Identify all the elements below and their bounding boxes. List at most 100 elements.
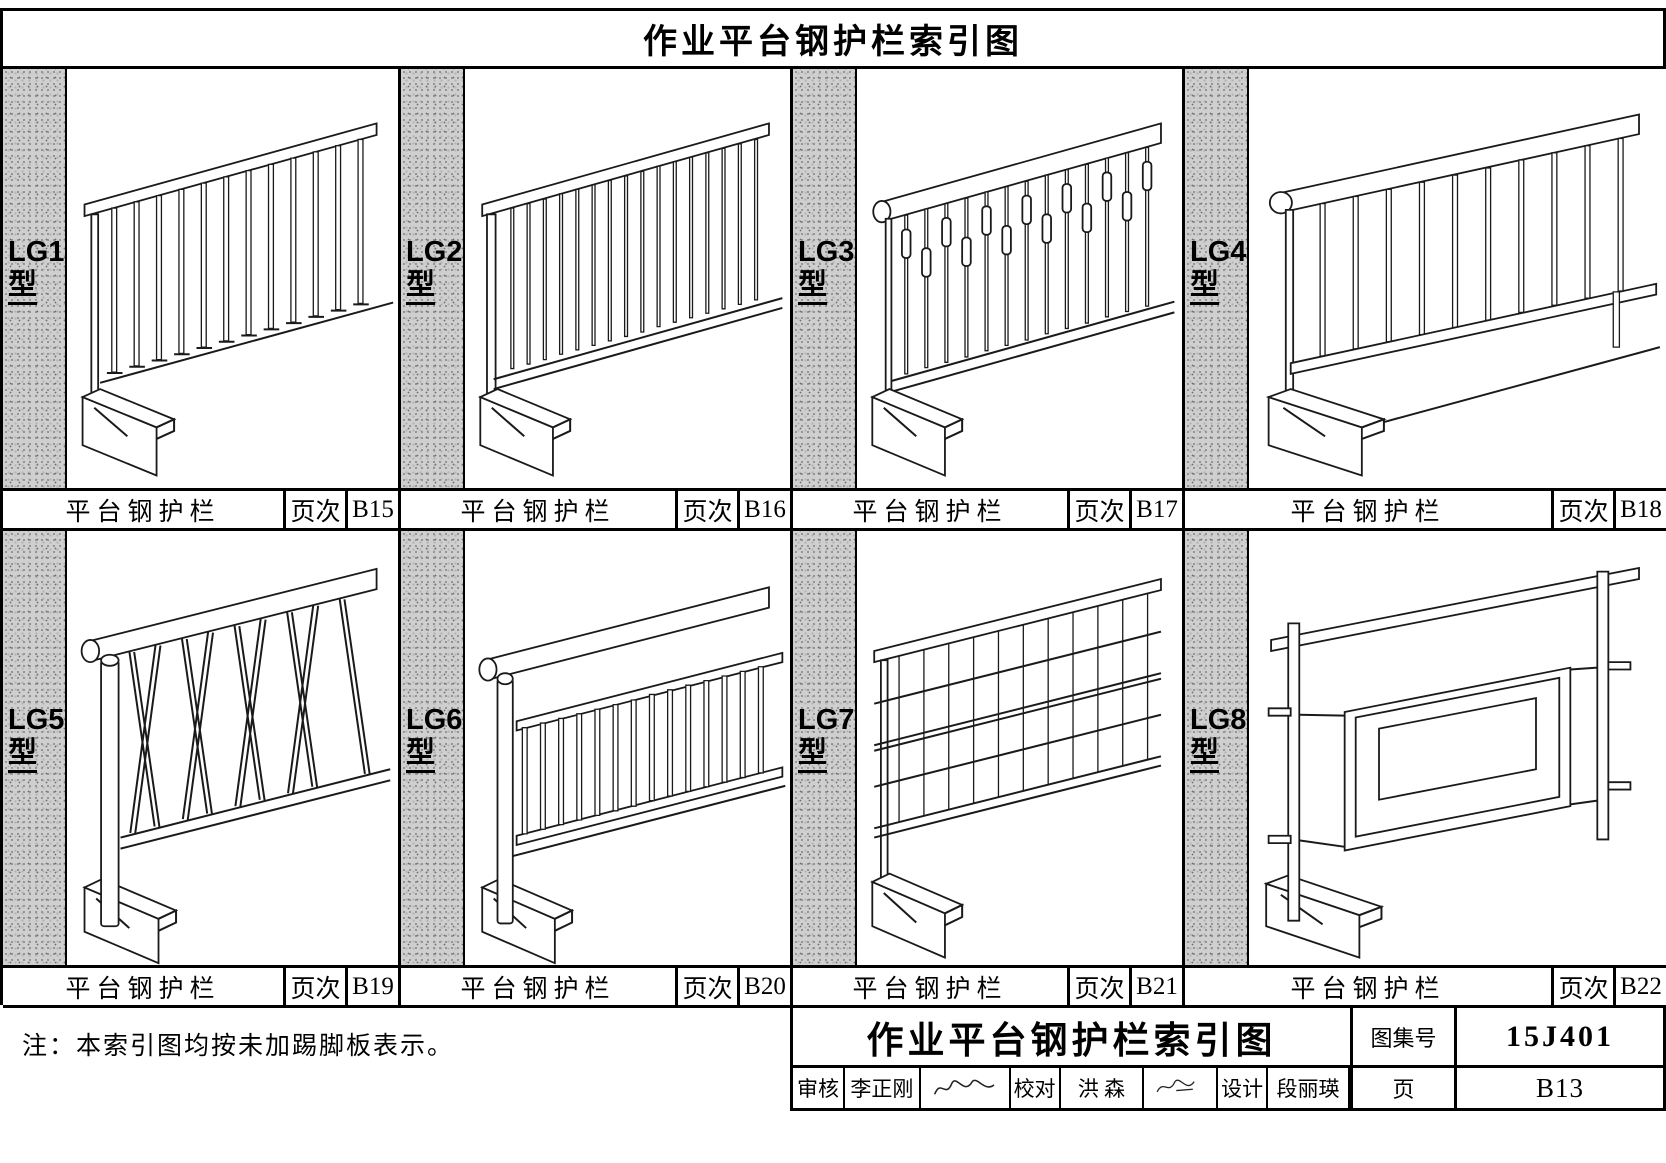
guardrail-lg1-svg [67, 69, 398, 488]
caption-page-label: 页次 [1070, 491, 1132, 528]
page-number-label: 页 [1353, 1068, 1457, 1108]
type-label-lg3: LG3 型 [798, 235, 855, 306]
caption-page-label: 页次 [1554, 968, 1616, 1005]
type-strip-lg4: LG4 型 [1185, 69, 1249, 488]
caption-page-label: 页次 [678, 491, 740, 528]
caption-row: 平台钢护栏 页次 B22 [1185, 965, 1666, 1005]
guardrail-lg4-svg [1249, 69, 1666, 488]
designer-label: 设计 [1218, 1068, 1269, 1108]
type-suffix: 型 [798, 270, 828, 306]
guardrail-drawing-lg3 [857, 69, 1182, 488]
reviewer-name: 李正刚 [845, 1068, 921, 1108]
caption-page-label: 页次 [286, 491, 348, 528]
index-cell-lg7: LG7 型 [793, 531, 1185, 1008]
type-code: LG3 [798, 235, 855, 268]
index-grid: LG1 型 [0, 66, 1666, 1008]
type-strip-lg7: LG7 型 [793, 531, 857, 965]
type-code: LG5 [8, 703, 65, 736]
guardrail-drawing-lg7 [857, 531, 1182, 965]
caption-title: 平台钢护栏 [793, 968, 1070, 1005]
type-suffix: 型 [8, 738, 38, 774]
type-code: LG1 [8, 235, 65, 268]
type-strip-lg2: LG2 型 [401, 69, 465, 488]
type-code: LG8 [1190, 703, 1247, 736]
caption-title: 平台钢护栏 [3, 968, 286, 1005]
type-suffix: 型 [406, 270, 436, 306]
guardrail-lg2-svg [465, 69, 790, 488]
type-code: LG4 [1190, 235, 1247, 268]
guardrail-lg7-svg [857, 531, 1182, 965]
caption-title: 平台钢护栏 [1185, 491, 1554, 528]
caption-row: 平台钢护栏 页次 B19 [3, 965, 398, 1005]
type-strip-lg5: LG5 型 [3, 531, 67, 965]
signature-scribble-icon [933, 1079, 995, 1095]
caption-row: 平台钢护栏 页次 B18 [1185, 488, 1666, 528]
caption-row: 平台钢护栏 页次 B15 [3, 488, 398, 528]
caption-title: 平台钢护栏 [401, 968, 678, 1005]
caption-page-number: B15 [352, 495, 394, 523]
caption-page-label: 页次 [1554, 491, 1616, 528]
guardrail-drawing-lg6 [465, 531, 790, 965]
index-cell-lg6: LG6 型 [401, 531, 793, 1008]
type-label-lg8: LG8 型 [1190, 703, 1247, 774]
caption-row: 平台钢护栏 页次 B17 [793, 488, 1182, 528]
index-cell-lg5: LG5 型 [3, 531, 401, 1008]
type-code: LG6 [406, 703, 463, 736]
type-strip-lg1: LG1 型 [3, 69, 67, 488]
caption-row: 平台钢护栏 页次 B20 [401, 965, 790, 1005]
title-block-row-signatures: 审核 李正刚 校对 洪 森 设计 段丽瑛 [793, 1068, 1663, 1108]
type-suffix: 型 [1190, 738, 1220, 774]
caption-title: 平台钢护栏 [1185, 968, 1554, 1005]
index-cell-lg4: LG4 型 [1185, 69, 1666, 531]
guardrail-drawing-lg4 [1249, 69, 1666, 488]
type-suffix: 型 [1190, 270, 1220, 306]
type-label-lg1: LG1 型 [8, 235, 65, 306]
type-suffix: 型 [406, 738, 436, 774]
title-block-title: 作业平台钢护栏索引图 [793, 1008, 1353, 1065]
caption-page-number: B20 [744, 972, 786, 1000]
type-label-lg2: LG2 型 [406, 235, 463, 306]
guardrail-drawing-lg5 [67, 531, 398, 965]
caption-title: 平台钢护栏 [3, 491, 286, 528]
title-block: 作业平台钢护栏索引图 图集号 15J401 审核 李正刚 校对 洪 森 [790, 1005, 1666, 1111]
guardrail-drawing-lg8 [1249, 531, 1666, 965]
type-strip-lg6: LG6 型 [401, 531, 465, 965]
designer-name: 段丽瑛 [1268, 1068, 1350, 1108]
type-strip-lg8: LG8 型 [1185, 531, 1249, 965]
checker-name: 洪 森 [1061, 1068, 1145, 1108]
atlas-number-label: 图集号 [1353, 1008, 1457, 1065]
guardrail-drawing-lg2 [465, 69, 790, 488]
checker-signature [1144, 1068, 1219, 1108]
index-cell-lg3: LG3 型 [793, 69, 1185, 531]
guardrail-lg5-svg [67, 531, 398, 965]
index-cell-lg8: LG8 型 [1185, 531, 1666, 1008]
type-suffix: 型 [798, 738, 828, 774]
caption-page-number: B21 [1136, 972, 1178, 1000]
type-label-lg4: LG4 型 [1190, 235, 1247, 306]
caption-title: 平台钢护栏 [793, 491, 1070, 528]
caption-page-label: 页次 [1070, 968, 1132, 1005]
caption-page-number: B18 [1620, 495, 1662, 523]
caption-row: 平台钢护栏 页次 B16 [401, 488, 790, 528]
type-code: LG2 [406, 235, 463, 268]
caption-page-number: B17 [1136, 495, 1178, 523]
guardrail-lg3-svg [857, 69, 1182, 488]
index-cell-lg1: LG1 型 [3, 69, 401, 531]
caption-title: 平台钢护栏 [401, 491, 678, 528]
type-label-lg6: LG6 型 [406, 703, 463, 774]
caption-page-number: B19 [352, 972, 394, 1000]
type-suffix: 型 [8, 270, 38, 306]
checker-label: 校对 [1011, 1068, 1061, 1108]
index-cell-lg2: LG2 型 [401, 69, 793, 531]
page-title: 作业平台钢护栏索引图 [0, 8, 1666, 66]
guardrail-drawing-lg1 [67, 69, 398, 488]
caption-page-label: 页次 [286, 968, 348, 1005]
caption-page-label: 页次 [678, 968, 740, 1005]
title-block-row-top: 作业平台钢护栏索引图 图集号 15J401 [793, 1008, 1663, 1068]
guardrail-lg8-svg [1249, 531, 1666, 965]
type-strip-lg3: LG3 型 [793, 69, 857, 488]
atlas-number-value: 15J401 [1506, 1019, 1614, 1053]
type-label-lg7: LG7 型 [798, 704, 854, 774]
reviewer-label: 审核 [793, 1068, 845, 1108]
